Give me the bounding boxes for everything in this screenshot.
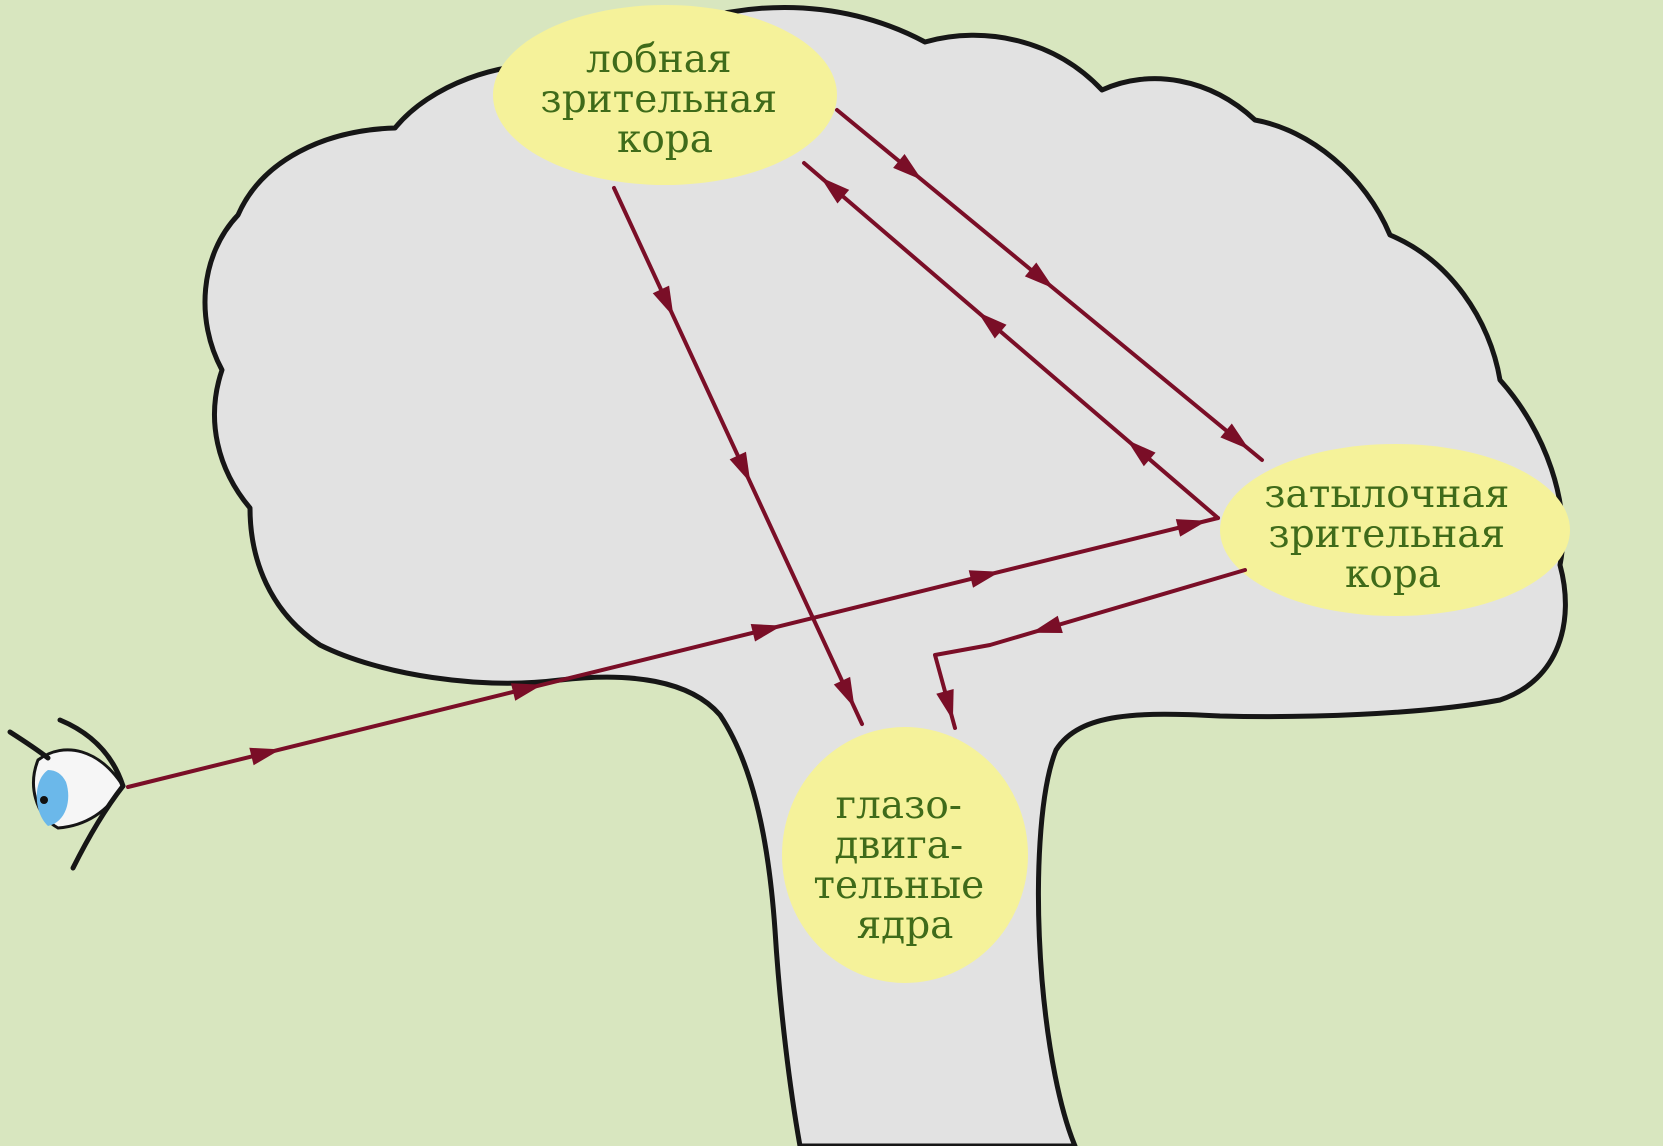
label-occipital-line-2: зрительная	[1268, 512, 1505, 557]
label-frontal-line-2: зрительная	[540, 77, 777, 122]
label-oculomotor-line-2: двига-	[834, 823, 963, 868]
label-oculomotor-line-3: тельные	[813, 863, 984, 908]
label-oculomotor-line-4: ядра	[857, 903, 954, 948]
label-frontal-line-1: лобная	[586, 37, 732, 82]
label-oculomotor-line-1: глазо-	[836, 783, 962, 828]
label-occipital-line-1: затылочная	[1264, 472, 1509, 517]
arrow-eye-to-occipital-1	[249, 741, 282, 766]
label-occipital-line-3: кора	[1345, 552, 1441, 597]
eye-icon	[10, 720, 123, 868]
label-frontal-line-3: кора	[617, 117, 713, 162]
